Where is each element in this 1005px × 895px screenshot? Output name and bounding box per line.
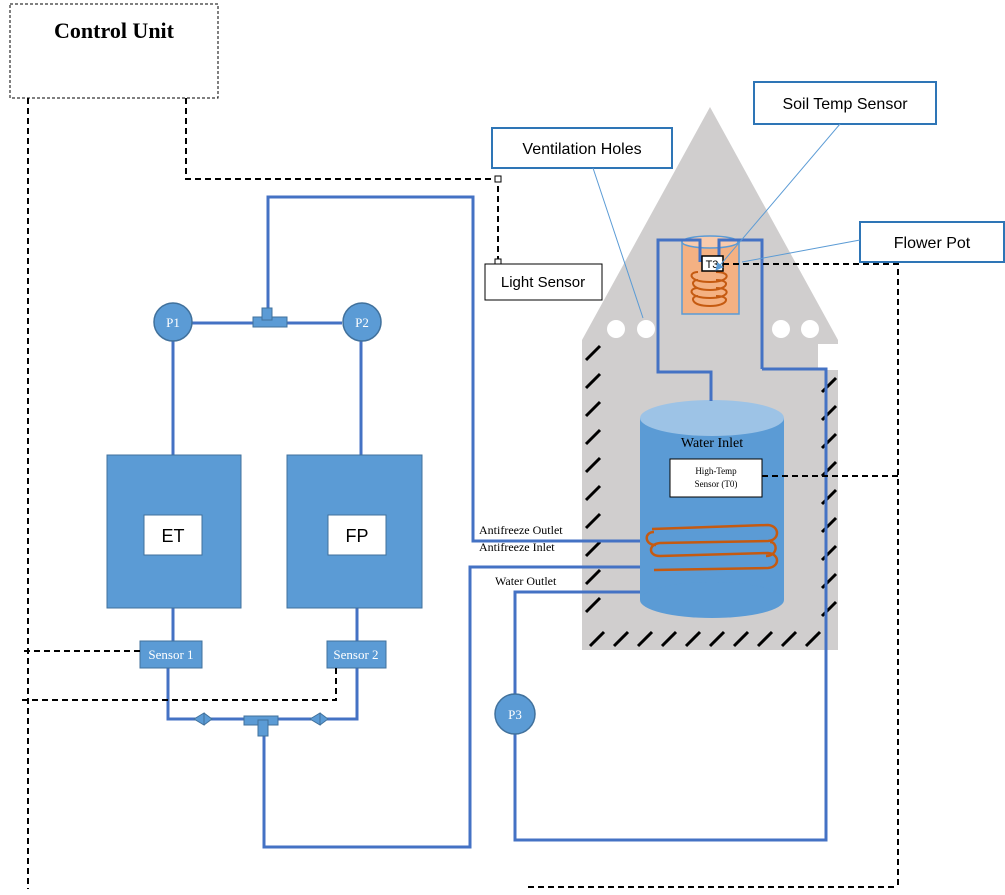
insulation-left-wall (584, 344, 602, 614)
high-temp-label-line2: Sensor (T0) (695, 479, 738, 489)
ventilation-holes (607, 320, 819, 338)
callout-ventilation-holes: Ventilation Holes (491, 127, 673, 319)
junction-node-1 (494, 175, 502, 183)
water-inlet-pipe (656, 343, 713, 401)
flower-pot-leader (741, 239, 861, 263)
flower-pot (681, 235, 740, 315)
tank-fp: FP (286, 454, 423, 609)
antifreeze-outlet-label: Antifreeze Outlet (479, 523, 563, 537)
control-unit: Control Unit (9, 3, 219, 99)
pipe-network (166, 195, 828, 849)
callout-soil-temp-sensor: Soil Temp Sensor (715, 81, 937, 271)
check-valve-left (193, 712, 213, 726)
tee-fittings (243, 307, 288, 737)
bottom-tee-stem (257, 719, 269, 737)
wall-opening (818, 344, 840, 370)
pump-p2-label: P2 (355, 315, 369, 330)
signal-line-light-sensor (185, 98, 499, 262)
insulation-right-wall (820, 376, 838, 618)
water-inlet-label: Water Inlet (681, 436, 743, 451)
pump-p2: P2 (342, 302, 382, 342)
pump-p3: P3 (494, 693, 536, 735)
check-valve-right (309, 712, 329, 726)
water-outlet-label: Water Outlet (495, 574, 557, 588)
insulation-floor (588, 630, 822, 648)
flower-pot-label: Flower Pot (894, 235, 971, 252)
tank-et: ET (106, 454, 242, 609)
pump-p3-label: P3 (508, 707, 522, 722)
soil-temp-sensor-leader (715, 123, 841, 271)
light-sensor-label: Light Sensor (501, 274, 585, 291)
tank-et-label: ET (161, 526, 184, 546)
antifreeze-inlet-pipe (262, 565, 640, 849)
sensor-1-label: Sensor 1 (148, 647, 193, 662)
callout-flower-pot: Flower Pot (741, 221, 1005, 263)
signal-line-sensor2 (20, 668, 337, 701)
soil-heating-coil (690, 271, 728, 308)
soil-temp-sensor-label: Soil Temp Sensor (782, 96, 908, 113)
light-sensor: Light Sensor (484, 263, 603, 301)
ventilation-holes-leader (592, 167, 644, 319)
check-valves (193, 712, 329, 726)
high-temp-label-line1: High-Temp (695, 466, 737, 476)
sensor-1: Sensor 1 (139, 640, 203, 669)
signal-line-t3 (723, 263, 899, 889)
t3-label: T3 (706, 259, 719, 271)
heat-exchanger-coil (649, 523, 779, 572)
pump-p1-label: P1 (166, 315, 180, 330)
control-unit-title: Control Unit (54, 18, 175, 43)
ventilation-holes-label: Ventilation Holes (522, 141, 641, 158)
greenhouse-roof (582, 107, 838, 340)
signal-lines (20, 98, 899, 889)
water-tank (640, 400, 784, 618)
antifreeze-outlet-pipe (266, 195, 640, 543)
t3-sensor: T3 (701, 255, 724, 272)
tank-fp-label: FP (345, 526, 368, 546)
high-temp-sensor: High-Temp Sensor (T0) (669, 458, 763, 498)
pump-p1: P1 (153, 302, 193, 342)
water-outlet-pipe (513, 367, 828, 842)
sensor-2: Sensor 2 (326, 640, 387, 669)
antifreeze-inlet-label: Antifreeze Inlet (479, 540, 555, 554)
top-tee-stem (261, 307, 273, 321)
sensor-2-label: Sensor 2 (333, 647, 378, 662)
